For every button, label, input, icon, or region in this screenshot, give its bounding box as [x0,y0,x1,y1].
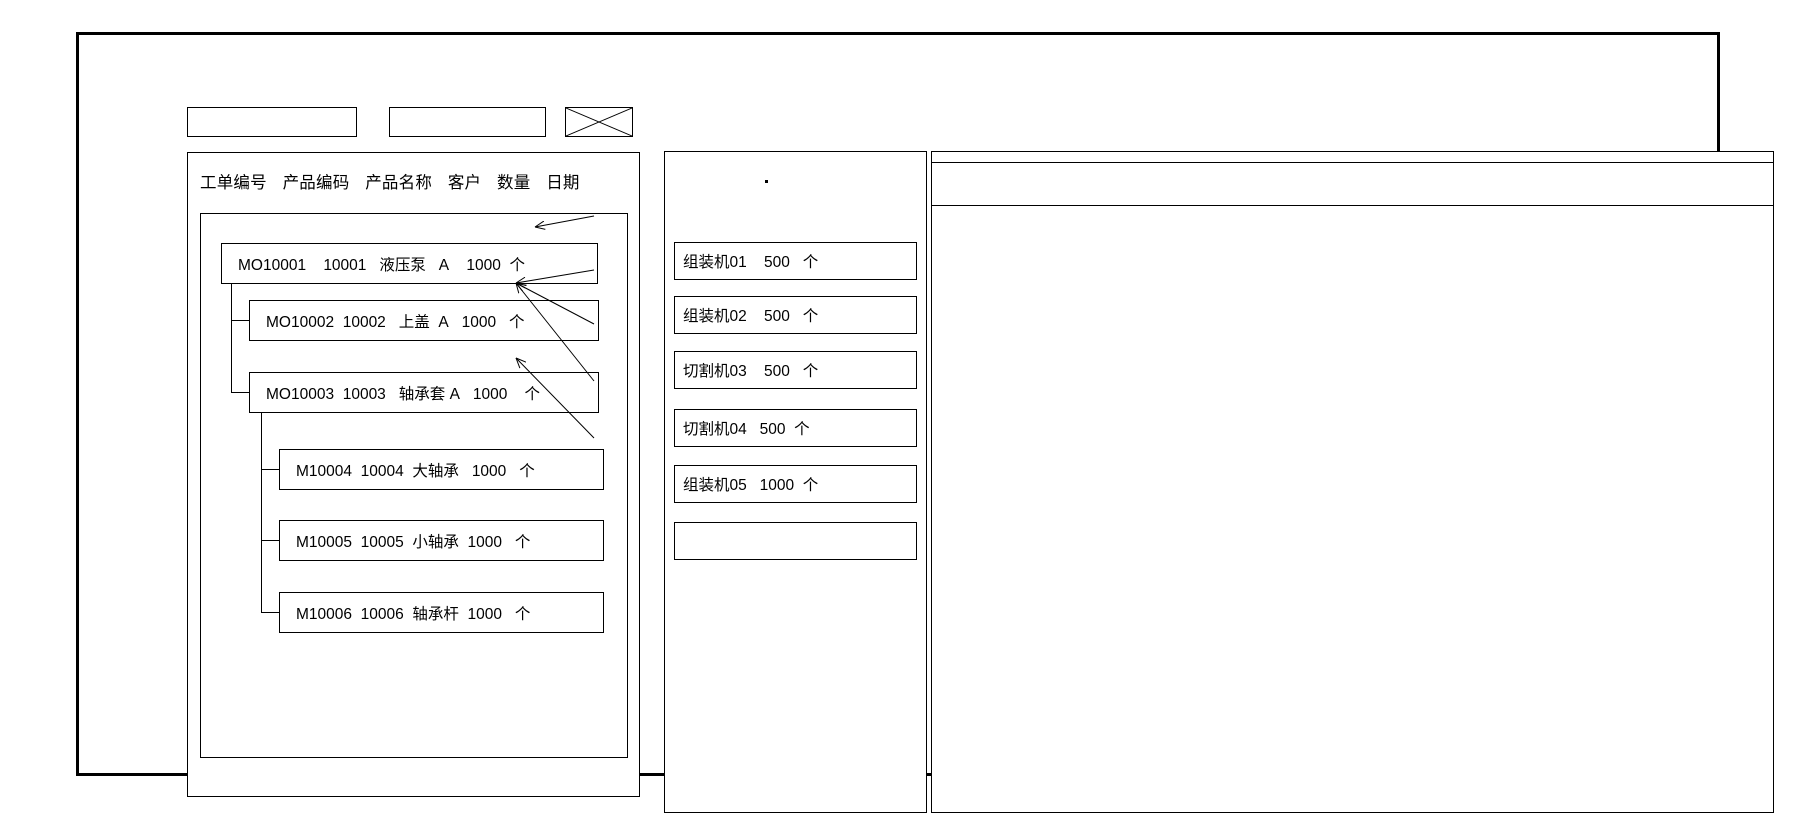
column-header-order-no: 工单编号 [200,174,267,192]
cell-order-no: MO10001 [238,256,307,274]
work-order-row[interactable]: MO10001 10001 液压泵 A 1000 个 [221,243,598,284]
machine-row-text: 组装机05 1000 个 [675,473,818,495]
work-order-panel: 工单编号 产品编码 产品名称 客户 数量 日期 MO10001 10001 液压… [187,152,640,797]
work-order-row-text: M10004 10004 大轴承 1000 个 [280,459,535,481]
toolbar [187,107,1747,139]
column-header-customer: 客户 [447,174,482,192]
cell-quantity: 1000 [461,313,497,331]
cell-quantity: 1000 [467,533,502,551]
machine-row-text: 组装机01 500 个 [675,250,818,272]
column-header-quantity: 数量 [497,174,531,192]
machine-row-text: 组装机02 500 个 [675,304,818,326]
cell-product-name: 轴承套 [398,385,446,403]
cell-product-code: 10004 [360,462,404,480]
cell-product-code: 10006 [360,605,404,623]
cell-unit: 个 [509,313,525,331]
cell-product-code: 10002 [342,313,386,331]
work-order-row[interactable]: M10004 10004 大轴承 1000 个 [279,449,604,490]
cell-quantity: 500 [763,363,790,380]
cell-product-name: 液压泵 [379,256,426,274]
cell-machine: 切割机03 [683,363,747,380]
cell-order-no: M10004 [296,462,353,480]
column-header-product-code: 产品编码 [282,174,350,192]
cell-machine: 组装机05 [683,477,747,494]
work-order-row-text: M10006 10006 轴承杆 1000 个 [280,602,530,624]
work-order-tree[interactable]: MO10001 10001 液压泵 A 1000 个 MO10002 10002… [200,213,628,758]
detail-panel-header [932,162,1773,206]
machine-row[interactable]: 切割机04 500 个 [674,409,917,447]
toolbar-image-placeholder[interactable] [565,107,633,137]
work-order-row[interactable]: M10006 10006 轴承杆 1000 个 [279,592,604,633]
work-order-row[interactable]: MO10002 10002 上盖 A 1000 个 [249,300,599,341]
work-order-row[interactable]: M10005 10005 小轴承 1000 个 [279,520,604,561]
cell-product-name: 小轴承 [412,533,459,551]
cell-quantity: 500 [759,421,786,438]
tree-connector-elbow [231,284,249,321]
cell-unit: 个 [509,256,525,274]
cell-unit: 个 [802,363,819,380]
cell-machine: 切割机04 [683,421,747,438]
toolbar-field-2[interactable] [389,107,546,137]
cell-machine: 组装机02 [683,308,747,325]
cell-product-name: 上盖 [398,313,430,331]
work-order-row-text: MO10002 10002 上盖 A 1000 个 [250,310,525,332]
crossed-box-image-placeholder-icon [566,108,632,136]
cell-customer: A [438,256,450,274]
tree-connector-elbow [261,413,279,613]
cell-order-no: MO10003 [266,385,335,403]
cell-unit: 个 [514,533,531,551]
cell-quantity: 1000 [467,605,502,623]
detail-panel [931,151,1774,813]
cell-unit: 个 [802,477,819,494]
panel-marker-dot [765,180,768,183]
cell-unit: 个 [802,254,819,271]
tree-connector-elbow [261,413,279,470]
cell-order-no: M10006 [296,605,353,623]
cell-unit: 个 [524,385,541,403]
machine-row[interactable]: 组装机01 500 个 [674,242,917,280]
cell-quantity: 1000 [759,477,795,494]
cell-customer: A [438,313,449,331]
cell-quantity: 1000 [472,385,508,403]
work-order-row-text: MO10001 10001 液压泵 A 1000 个 [222,253,525,275]
column-header-product-name: 产品名称 [365,174,433,192]
cell-product-code: 10003 [342,385,386,403]
cell-product-name: 大轴承 [412,462,459,480]
machine-row-text: 切割机04 500 个 [675,417,810,439]
work-order-row-text: M10005 10005 小轴承 1000 个 [280,530,530,552]
cell-unit: 个 [519,462,535,480]
cell-order-no: MO10002 [266,313,335,331]
cell-product-code: 10005 [360,533,404,551]
work-order-row-text: MO10003 10003 轴承套 A 1000 个 [250,382,540,404]
machine-operation-panel: 组装机01 500 个 组装机02 500 个 切割机03 500 个 切割 [664,151,927,813]
cell-order-no: M10005 [296,533,353,551]
machine-row[interactable]: 切割机03 500 个 [674,351,917,389]
cell-customer: A [449,385,460,403]
cell-product-name: 轴承杆 [412,605,459,623]
app-window: 工单编号 产品编码 产品名称 客户 数量 日期 MO10001 10001 液压… [76,32,1774,813]
toolbar-field-1[interactable] [187,107,357,137]
machine-row[interactable]: 组装机05 1000 个 [674,465,917,503]
cell-machine: 组装机01 [683,254,747,271]
tree-connector-elbow [231,284,249,393]
cell-quantity: 500 [763,308,790,325]
cell-unit: 个 [802,308,819,325]
work-order-row[interactable]: MO10003 10003 轴承套 A 1000 个 [249,372,599,413]
column-header-date: 日期 [546,174,580,192]
machine-row[interactable]: 组装机02 500 个 [674,296,917,334]
machine-row-text: 切割机03 500 个 [675,359,818,381]
cell-product-code: 10001 [323,256,367,274]
machine-row-empty[interactable] [674,522,917,560]
cell-unit: 个 [794,421,810,438]
cell-unit: 个 [514,605,531,623]
work-order-column-headers: 工单编号 产品编码 产品名称 客户 数量 日期 [200,169,630,193]
cell-quantity: 1000 [466,256,501,274]
cell-quantity: 500 [763,254,790,271]
cell-quantity: 1000 [471,462,507,480]
tree-connector-elbow [261,413,279,541]
